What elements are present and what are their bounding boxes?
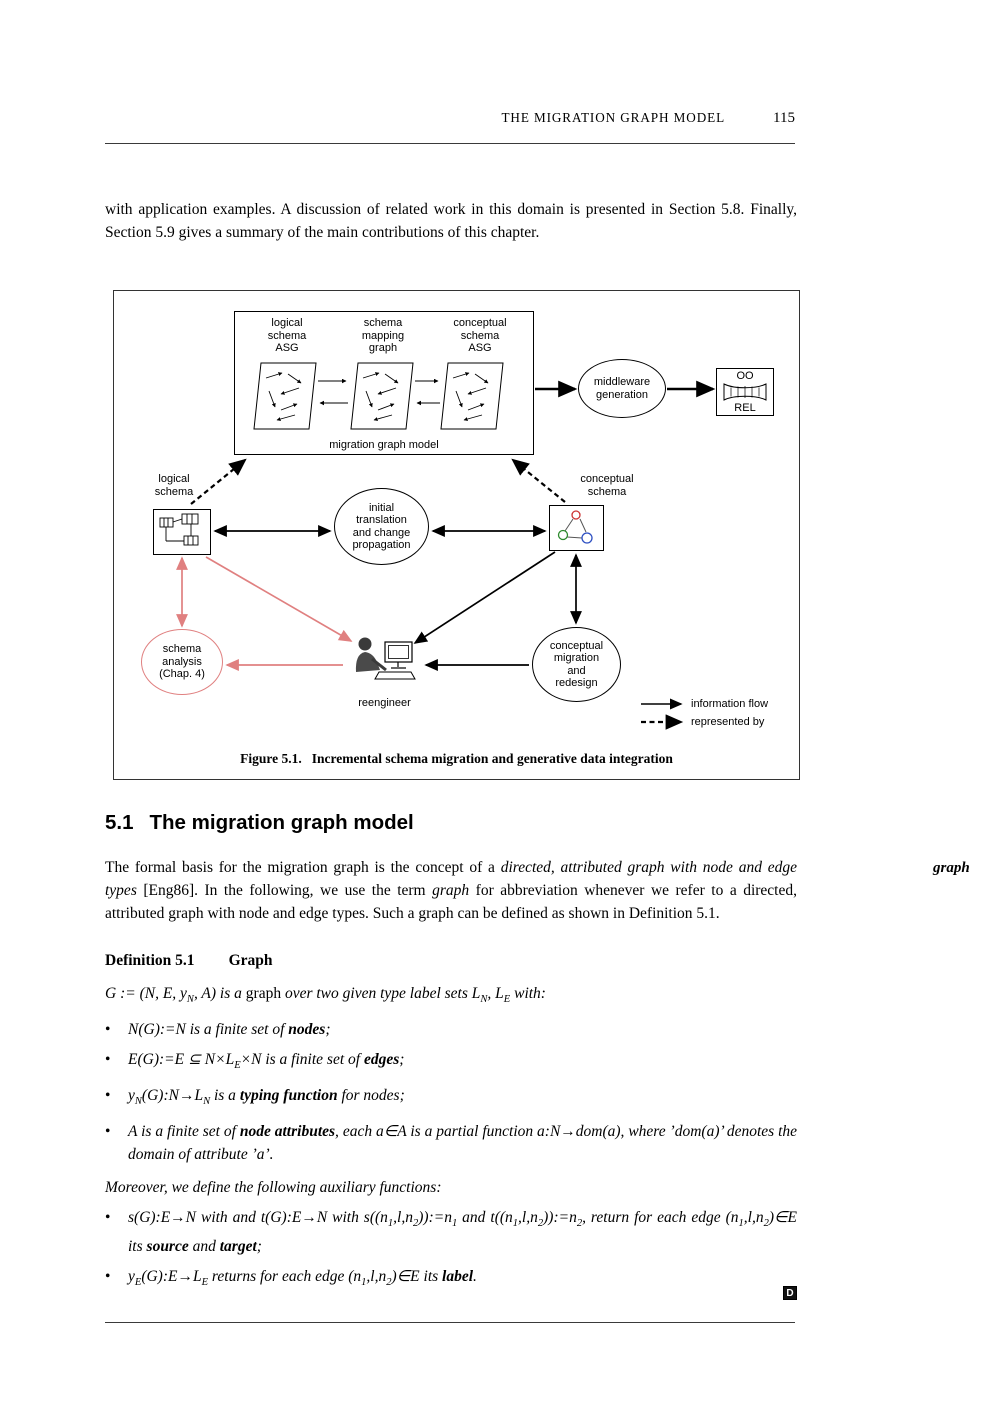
label-conceptual-schema: conceptual schema [580, 473, 634, 498]
conceptual-migration-label: conceptual migration and redesign [549, 639, 604, 690]
middleware-generation-label: middleware generation [593, 376, 651, 401]
running-title: THE MIGRATION GRAPH MODEL [501, 110, 726, 125]
node-middleware-generation: middleware generation [578, 359, 666, 418]
node-initial-translation: initial translation and change propagati… [334, 488, 429, 565]
bullet-icon: • [105, 1209, 111, 1227]
legend-represented-by-label: represented by [691, 716, 765, 728]
end-of-definition-marker: D [105, 1283, 797, 1301]
end-marker-glyph: D [783, 1286, 797, 1300]
definition-bullet-attributes: • A is a finite set of node attributes, … [105, 1120, 797, 1166]
node-schema-analysis: schema analysis (Chap. 4) [141, 629, 223, 695]
conceptual-schema-icon [549, 505, 604, 551]
definition-bullet-typing: • yN(G):N→LN is a typing function for no… [105, 1084, 797, 1113]
label-migration-graph-model: migration graph model [329, 438, 439, 451]
reengineer-person-icon [355, 637, 416, 680]
definition-heading: Definition 5.1 Graph [105, 949, 797, 972]
definition-title: Graph [228, 952, 273, 969]
page-number: 115 [773, 110, 795, 126]
bullet-icon: • [105, 1051, 111, 1069]
bullet-icon: • [105, 1268, 111, 1286]
rel-label: REL [734, 401, 756, 414]
bullet-text-nodes: N(G):=N is a finite set of nodes; [128, 1021, 331, 1039]
rel-storage-icon [723, 383, 767, 401]
node-conceptual-migration: conceptual migration and redesign [532, 627, 621, 702]
label-logical-schema: logical schema [154, 473, 194, 498]
margin-note-graph: graph [933, 860, 970, 876]
definition-number: Definition 5.1 [105, 952, 195, 969]
bullet-text-source-target: s(G):E→N with and t(G):E→N with s((n1,l,… [128, 1209, 797, 1256]
bullet-text-edges: E(G):=E ⊆ N×LE×N is a finite set of edge… [128, 1051, 405, 1072]
formal-basis-paragraph: The formal basis for the migration graph… [105, 859, 797, 922]
figure-caption: Figure 5.1. Incremental schema migration … [114, 750, 799, 766]
definition-bullet-nodes: • N(G):=N is a finite set of nodes; [105, 1018, 797, 1041]
definition-bullet-edges: • E(G):=E ⊆ N×LE×N is a finite set of ed… [105, 1048, 797, 1077]
legend-information-flow-label: information flow [691, 698, 769, 710]
main-column: with application examples. A discussion … [105, 198, 800, 1294]
schema-analysis-label: schema analysis (Chap. 4) [159, 643, 205, 681]
figure-caption-text: Incremental schema migration and generat… [311, 750, 673, 766]
label-conceptual-schema-asg: conceptual schema ASG [453, 317, 507, 354]
legend-arrow-samples [641, 698, 684, 730]
footer-rule [105, 1322, 795, 1323]
node-oo-rel-database: OO REL [716, 368, 774, 416]
bullet-icon: • [105, 1123, 111, 1141]
label-logical-schema-asg: logical schema ASG [267, 317, 307, 354]
moreover-line: Moreover, we define the following auxili… [105, 1179, 442, 1197]
bullet-text-attributes: A is a finite set of node attributes, ea… [128, 1123, 798, 1164]
definition-bullet-source-target: • s(G):E→N with and t(G):E→N with s((n1,… [105, 1206, 797, 1258]
bullet-icon: • [105, 1021, 111, 1039]
graph-definition-line: G := (N, E, yN, A) is a graph over two g… [105, 985, 546, 1006]
bullet-text-typing: yN(G):N→LN is a typing function for node… [128, 1087, 405, 1108]
intro-paragraph: with application examples. A discussion … [105, 201, 797, 241]
figure-caption-number: Figure 5.1. [240, 750, 302, 766]
label-schema-mapping-graph: schema mapping graph [361, 317, 405, 354]
figure-5-1: logical schema ASG schema mapping graph … [113, 290, 800, 780]
section-heading: 5.1 The migration graph model [105, 810, 797, 836]
bullet-text-label: yE(G):E→LE returns for each edge (n1,l,n… [128, 1268, 477, 1289]
header-rule [105, 143, 795, 144]
logical-schema-icon [153, 509, 211, 555]
section-title: The migration graph model [149, 811, 414, 834]
definition-bullet-label: • yE(G):E→LE returns for each edge (n1,l… [105, 1265, 797, 1294]
bullet-icon: • [105, 1087, 111, 1105]
running-header: THE MIGRATION GRAPH MODEL 115 [105, 110, 795, 127]
migration-graph-model-box: logical schema ASG schema mapping graph … [234, 311, 534, 455]
initial-translation-label: initial translation and change propagati… [352, 501, 411, 552]
section-number: 5.1 [105, 811, 134, 834]
label-reengineer: reengineer [358, 697, 411, 709]
oo-label: OO [736, 370, 754, 382]
